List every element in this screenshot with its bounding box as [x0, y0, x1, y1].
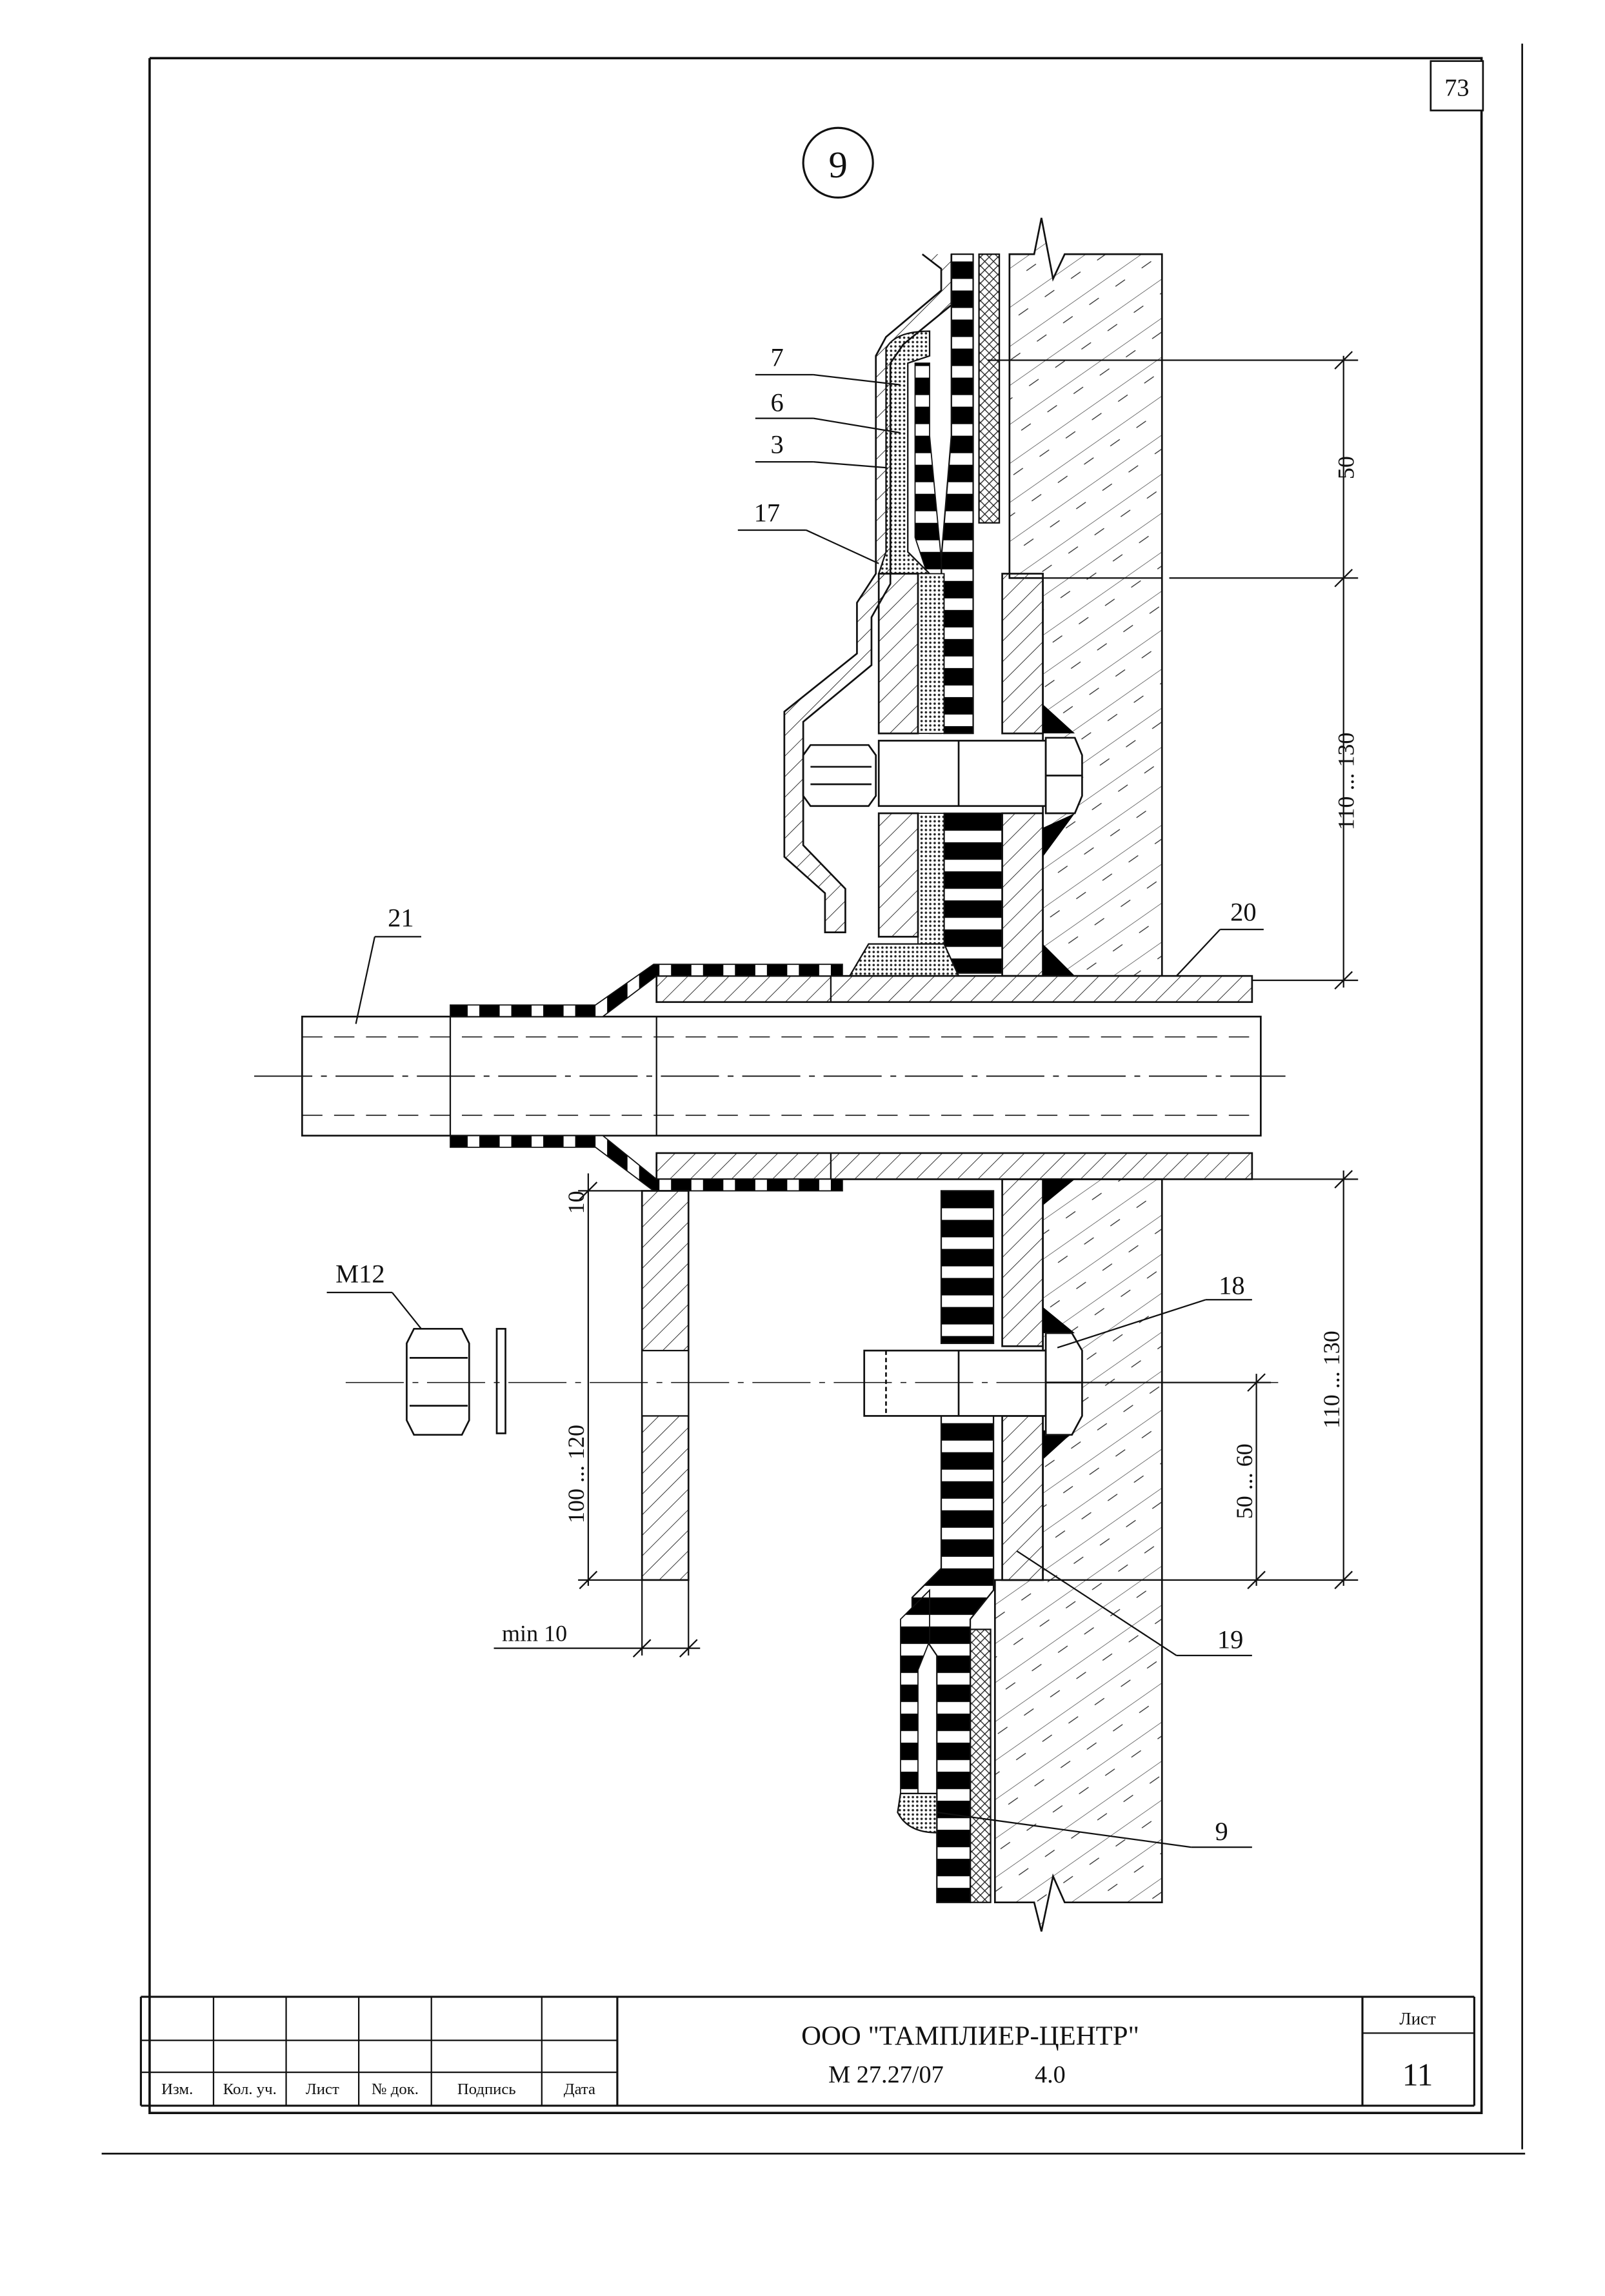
title-block [141, 1997, 1475, 2106]
callout-20: 20 [1230, 898, 1257, 927]
document-code: М 27.27/07 [828, 2061, 944, 2088]
callout-19: 19 [1217, 1625, 1244, 1654]
header-izm: Изм. [161, 2081, 193, 2098]
leader-lines [326, 373, 1264, 1848]
callout-labels: 7 6 3 17 21 20 M12 18 19 9 [335, 343, 1256, 1846]
dim-10: 10 [563, 1191, 589, 1214]
dimension-labels: 50 110 ... 130 110 ... 130 50 ... 60 10 … [502, 456, 1359, 1646]
insulation-strip-lower [969, 1628, 992, 1903]
sheet-frame [101, 43, 1526, 2155]
dim-50: 50 [1333, 456, 1359, 479]
membrane-layers-lower [900, 1190, 995, 1903]
header-date: Дата [564, 2081, 595, 2098]
pipe-assembly [254, 964, 1286, 1192]
dim-50-60: 50 ... 60 [1231, 1443, 1257, 1519]
page-number-box: 73 [1430, 60, 1484, 112]
sheet-label: Лист [1399, 2009, 1436, 2028]
dim-110-130-top: 110 ... 130 [1333, 733, 1359, 831]
bolt-lower [863, 1332, 1083, 1436]
sealant-lower [897, 1792, 938, 1834]
page-number: 73 [1444, 75, 1469, 102]
detail-number: 9 [829, 144, 848, 186]
detail-marker: 9 [802, 126, 874, 199]
sealant-upper [848, 330, 960, 977]
flange-plates-upper [877, 573, 1044, 977]
title-block-headers: Изм. Кол. уч. Лист № док. Подпись Дата [161, 2081, 595, 2098]
callout-9: 9 [1215, 1817, 1228, 1846]
loose-plate-hole [641, 1349, 690, 1417]
flange-plates-lower [1001, 1178, 1044, 1581]
loose-nut-m12 [406, 1327, 506, 1436]
dim-min10: min 10 [502, 1620, 567, 1646]
dim-110-130-bottom: 110 ... 130 [1319, 1331, 1344, 1429]
header-kol-uch: Кол. уч. [223, 2081, 277, 2098]
insulation-strip-upper [978, 253, 1001, 524]
callout-17: 17 [754, 498, 781, 527]
header-signature: Подпись [457, 2081, 516, 2098]
callout-6: 6 [770, 388, 783, 417]
document-version: 4.0 [1035, 2061, 1066, 2088]
header-list: Лист [306, 2081, 339, 2098]
callout-7: 7 [770, 343, 783, 372]
callout-18: 18 [1219, 1271, 1245, 1300]
header-doc-no: № док. [372, 2081, 419, 2098]
company-name: ООО "ТАМПЛИЕР-ЦЕНТР" [801, 2021, 1139, 2051]
callout-21: 21 [388, 904, 414, 933]
dimension-lines [493, 351, 1359, 1658]
bolt-upper [802, 737, 1083, 815]
protective-cover-upper [783, 253, 953, 933]
callout-3: 3 [770, 430, 783, 459]
sheet-number: 11 [1402, 2057, 1433, 2092]
callout-m12: M12 [335, 1259, 385, 1288]
dim-100-120: 100 ... 120 [563, 1425, 589, 1523]
